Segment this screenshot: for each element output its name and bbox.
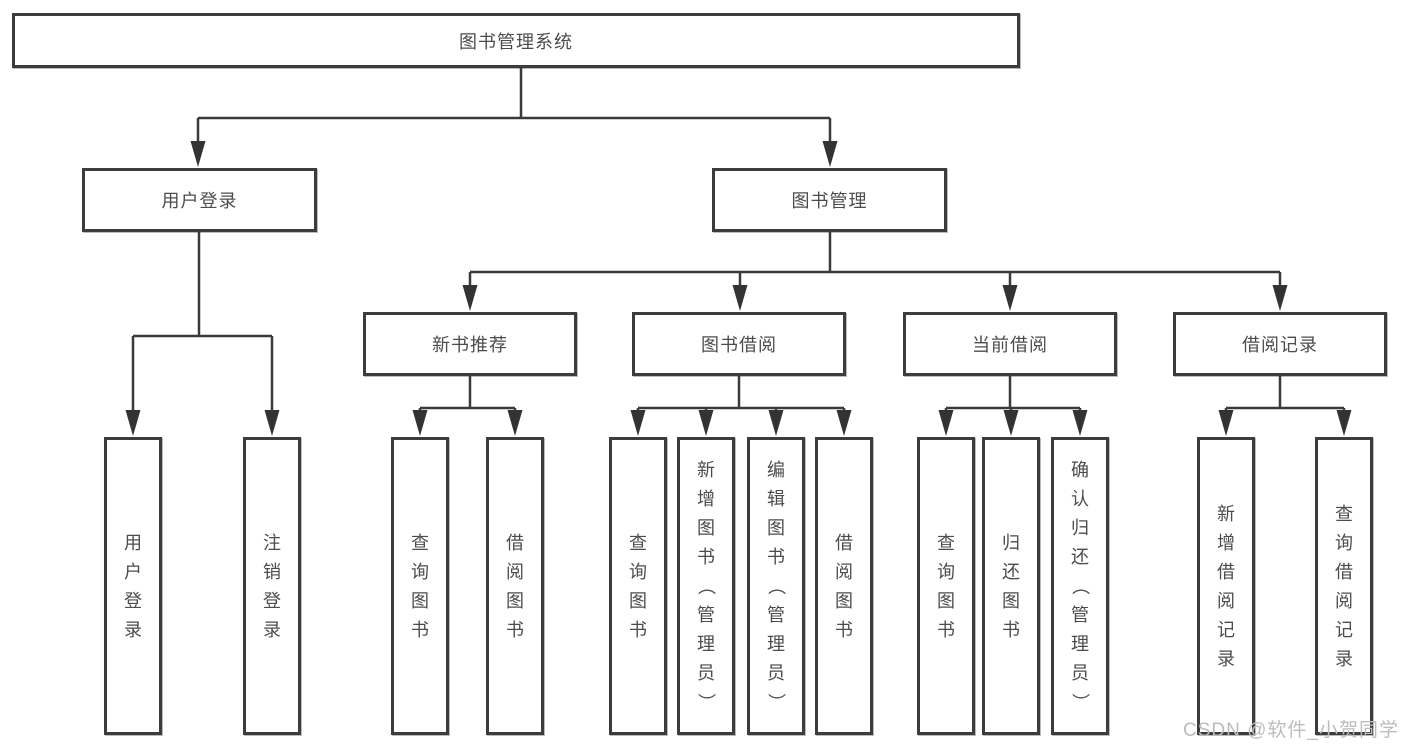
node-new-book-recommend: 新书推荐: [363, 312, 577, 376]
watermark: CSDN @软件_小贺同学: [1183, 720, 1399, 741]
node-borrow-books: 借阅图书: [815, 437, 873, 735]
node-query-borrow-record: 查询借阅记录: [1315, 437, 1373, 735]
node-query-books-current: 查询图书: [917, 437, 975, 735]
node-book-management: 图书管理: [712, 168, 947, 232]
node-current-borrowing: 当前借阅: [903, 312, 1117, 376]
node-query-books-borrowing: 查询图书: [609, 437, 667, 735]
node-add-borrow-record: 新增借阅记录: [1197, 437, 1255, 735]
node-borrowing-records: 借阅记录: [1173, 312, 1387, 376]
node-user-login-group: 用户登录: [82, 168, 317, 232]
node-logout: 注销登录: [243, 437, 301, 735]
node-library-system: 图书管理系统: [12, 13, 1020, 68]
node-query-books-recommend: 查询图书: [391, 437, 449, 735]
node-borrow-books-recommend: 借阅图书: [486, 437, 544, 735]
node-confirm-return-admin: 确认归还（管理员）: [1051, 437, 1109, 735]
node-user-login: 用户登录: [104, 437, 162, 735]
node-book-borrowing: 图书借阅: [632, 312, 846, 376]
node-return-book: 归还图书: [982, 437, 1040, 735]
node-edit-book-admin: 编辑图书（管理员）: [747, 437, 805, 735]
node-add-book-admin: 新增图书（管理员）: [677, 437, 735, 735]
